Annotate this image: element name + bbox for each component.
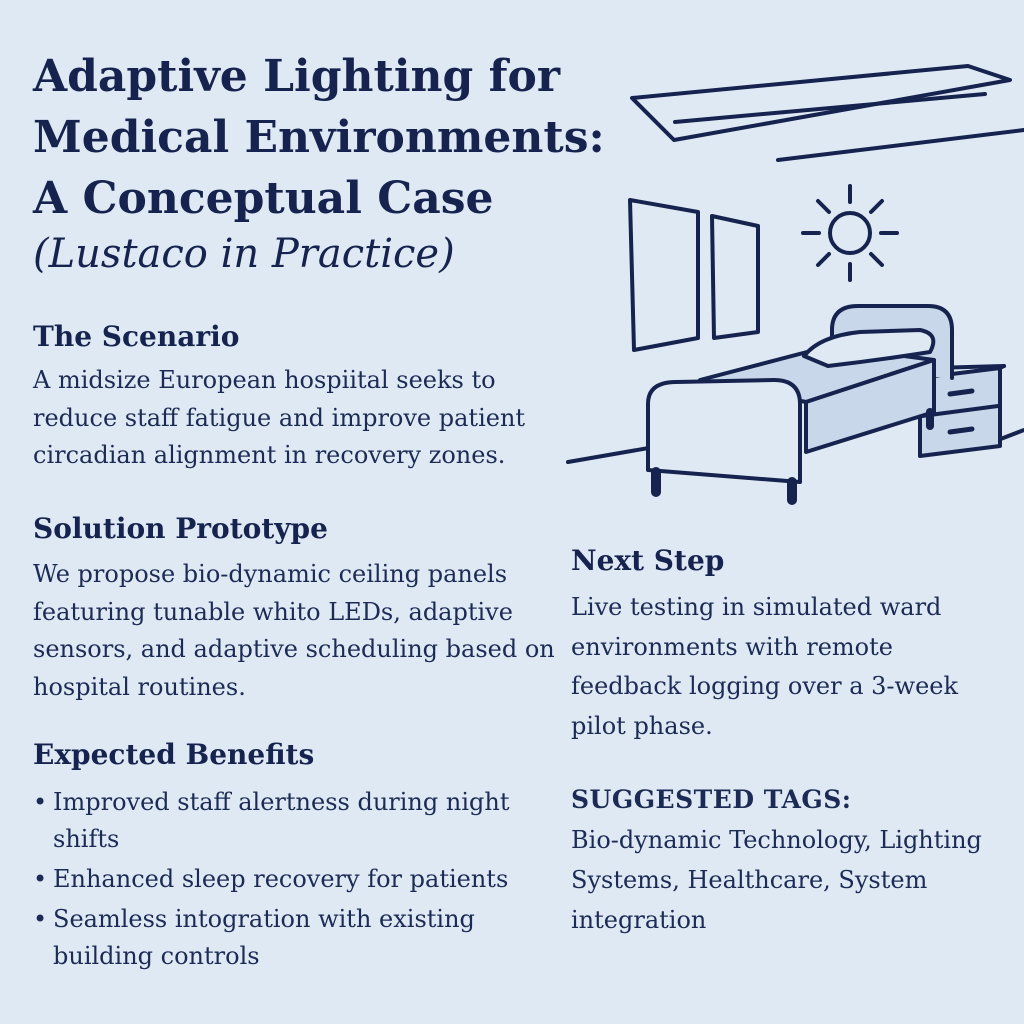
page-subtitle: (Lustaco in Practice) (33, 231, 455, 277)
next-step-heading: Next Step (571, 544, 725, 577)
sun-icon (801, 184, 899, 282)
solution-heading: Solution Prototype (33, 512, 328, 545)
window-icon (628, 198, 760, 352)
scenario-section: The Scenario A midsize European hospiita… (33, 318, 573, 475)
bullet-icon: • (33, 788, 48, 816)
next-step-text: Live testing in simulated ward environme… (571, 593, 959, 740)
bullet-icon: • (33, 865, 48, 893)
scenario-text: A midsize European hospiital seeks to re… (33, 366, 526, 469)
benefit-text: Seamless intogration with existing build… (53, 905, 475, 970)
list-item: •Seamless intogration with existing buil… (33, 901, 573, 975)
tags-section: SUGGESTED TAGS: Bio-dynamic Technology, … (571, 782, 1011, 940)
solution-text: We propose bio-dynamic ceiling panels fe… (33, 560, 555, 701)
benefits-heading: Expected Benefits (33, 738, 315, 771)
ceiling-light-panel-icon (630, 64, 1024, 162)
solution-section: Solution Prototype We propose bio-dynami… (33, 510, 573, 706)
page-title: Adaptive Lighting for Medical Environmen… (33, 51, 605, 224)
tags-text: Bio-dynamic Technology, Lighting Systems… (571, 826, 982, 934)
bullet-icon: • (33, 905, 48, 933)
benefits-list: •Improved staff alertness during night s… (33, 784, 573, 975)
list-item: •Improved staff alertness during night s… (33, 784, 573, 858)
hospital-room-illustration (566, 64, 1024, 505)
benefit-text: Enhanced sleep recovery for patients (53, 865, 509, 893)
tags-heading: SUGGESTED TAGS: (571, 785, 852, 814)
hospital-bed-icon (646, 304, 954, 505)
scenario-heading: The Scenario (33, 320, 240, 353)
benefits-section: Expected Benefits •Improved staff alertn… (33, 736, 573, 978)
nightstand-icon (918, 364, 1006, 458)
next-step-section: Next Step Live testing in simulated ward… (571, 542, 1001, 746)
list-item: •Enhanced sleep recovery for patients (33, 861, 573, 898)
floor-line (566, 444, 662, 464)
benefit-text: Improved staff alertness during night sh… (53, 788, 510, 853)
